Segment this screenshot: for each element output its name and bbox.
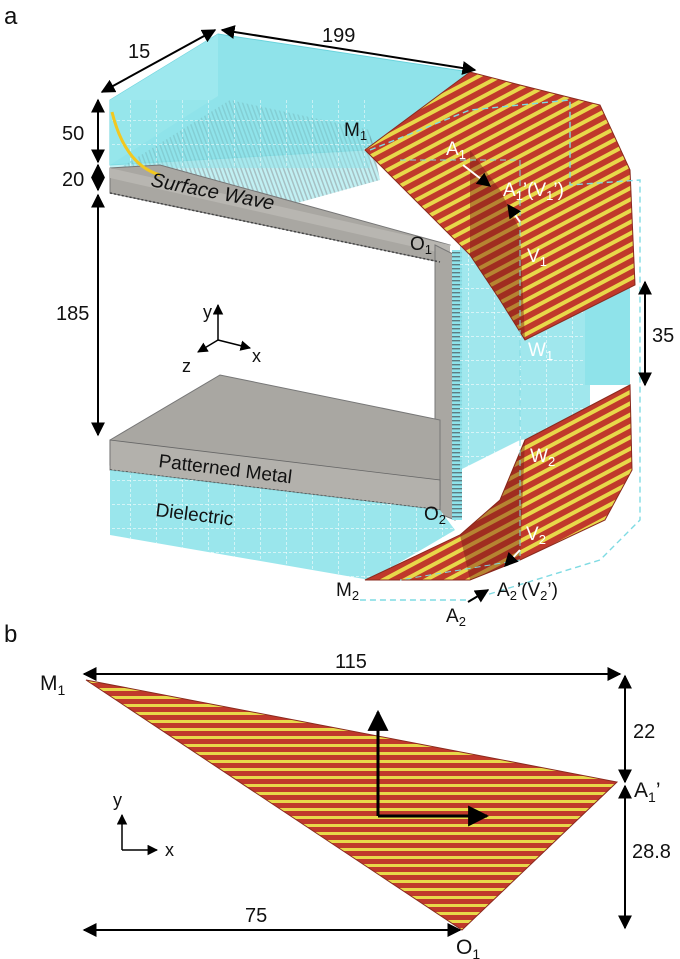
axis-z-a-label: z [182,356,191,376]
label-A1-prime: A1’(V1’) [503,180,564,203]
striped-corner-top [364,71,636,341]
axis-x-b-label: x [165,840,174,860]
axis-y-a-label: y [203,302,212,322]
dim-15: 15 [128,41,150,63]
dim-20: 20 [62,169,84,191]
dim-199: 199 [322,25,355,47]
striped-triangle [85,679,619,931]
label-M2: M2 [336,580,359,603]
label-b-M1: M1 [40,672,66,698]
dim-50: 50 [62,123,84,145]
label-A1: A1 [446,139,466,162]
dim-75: 75 [245,905,267,927]
label-V2: V2 [526,524,546,547]
dim-15-arrow [100,29,217,93]
label-b-A1p: A1’ [634,779,660,805]
label-b-O1: O1 [456,936,480,959]
axis-y-b-label: y [113,790,122,810]
surface-wave-curve [110,111,161,177]
panel-a-label: a [4,3,18,30]
axis-x-a [217,339,252,351]
axis-z-a [197,339,219,353]
label-W2: W2 [530,446,555,469]
label-W1: W1 [528,340,553,363]
axis-x-a-label: x [252,346,261,366]
dim-35: 35 [652,325,674,347]
label-M1: M1 [344,120,367,143]
label-A2: A2 [446,606,466,629]
dim-28-8: 28.8 [632,841,671,863]
label-O2: O2 [424,504,446,527]
dim-185: 185 [56,303,89,325]
striped-corner-bottom [364,384,633,581]
dim-115: 115 [335,651,367,673]
panel-b-label: b [4,621,17,648]
dim-22: 22 [633,721,655,743]
label-O1: O1 [410,234,432,257]
dim-199-arrow [220,25,477,75]
label-V1: V1 [527,246,547,269]
label-A2-prime: A2’(V2’) [497,580,558,603]
